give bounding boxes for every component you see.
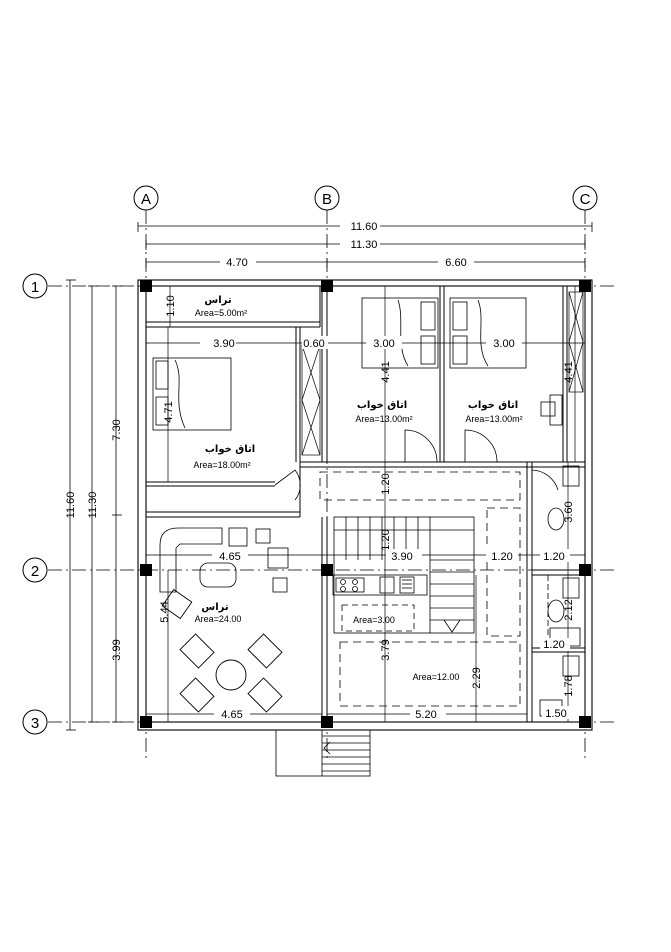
internal-dims: 3.90 0.60 3.00 3.00 1.10 4.71 4.41 4.41 … (159, 295, 575, 721)
grid-bubble-3: 3 (22, 709, 48, 735)
dim-top-left: 4.70 (226, 257, 247, 269)
dim-master-width: 3.90 (213, 338, 234, 350)
dim-bath1-h: 3.60 (563, 501, 575, 522)
svg-text:1: 1 (31, 279, 39, 296)
grid-bubble-1: 1 (22, 273, 48, 299)
dim-stair-width: 1.20 (380, 529, 392, 550)
room-area-terrace-top: Area=5.00m² (195, 308, 247, 318)
svg-text:3: 3 (31, 715, 39, 732)
room-name-living: تراس (201, 602, 228, 613)
room-area-bed2: Area=13.00m² (355, 414, 412, 424)
bed-room2 (361, 297, 439, 369)
room-name-master: اتاق خواب (205, 444, 255, 455)
dim-closet: 0.60 (303, 338, 324, 350)
dim-kitchen-h: 2.29 (471, 667, 483, 688)
dim-left-lower: 3.99 (111, 639, 123, 660)
dim-top-right: 6.60 (445, 257, 466, 269)
dim-bed-height: 4.41 (380, 361, 392, 382)
svg-text:B: B (322, 191, 332, 208)
room-name-terrace-top: تراس (204, 295, 231, 306)
svg-text:C: C (580, 191, 591, 208)
dim-bed-height-right: 4.41 (563, 361, 575, 382)
bed-room3 (449, 297, 527, 369)
dim-living-span: 4.65 (219, 551, 240, 563)
structural-columns (140, 280, 591, 728)
dashed-zones (319, 471, 521, 707)
desk-chair (540, 394, 563, 426)
dim-master-depth: 4.71 (163, 401, 175, 422)
dim-living-bottom: 4.65 (221, 709, 242, 721)
room-area-bed3: Area=13.00m² (465, 414, 522, 424)
room-name-bed2: اتاق خواب (357, 400, 407, 411)
dim-bath1-w: 1.20 (543, 551, 564, 563)
dim-bath2-h: 2.12 (563, 599, 575, 620)
svg-text:2: 2 (31, 563, 39, 580)
dim-left-upper: 7.30 (111, 419, 123, 440)
dim-bed2: 3.00 (373, 338, 394, 350)
decor-tiles (255, 528, 288, 593)
dim-left-inner: 11.30 (87, 492, 99, 519)
room-area-kitchen: Area=3.00 (353, 615, 395, 625)
dim-hall-h: 3.79 (380, 639, 392, 660)
grid-bubble-c: C (572, 185, 598, 211)
grid-bubble-2: 2 (22, 557, 48, 583)
left-dimensions (66, 279, 122, 731)
dim-terrace-depth: 1.10 (165, 295, 177, 316)
grid-lines (48, 210, 615, 760)
grid-bubble-a: A (133, 185, 159, 211)
dim-hall-bottom: 5.20 (415, 709, 436, 721)
dim-stair-span: 3.90 (391, 551, 412, 563)
dim-left-total: 11.60 (65, 492, 77, 519)
svg-text:A: A (141, 191, 151, 208)
room-area-living: Area=24.00 (195, 614, 242, 624)
dim-corridor: 1.20 (380, 473, 392, 494)
dim-top-total: 11.60 (351, 221, 378, 233)
room-area-hall: Area=12.00 (413, 672, 460, 682)
dim-bath2-w: 1.20 (543, 639, 564, 651)
room-name-bed3: اتاق خواب (468, 400, 518, 411)
room-area-master: Area=18.00m² (193, 460, 250, 470)
internal-dim-lines (146, 286, 585, 722)
living-sofa (159, 527, 289, 593)
kitchen-counter (332, 574, 428, 632)
bed-master (152, 357, 232, 431)
dim-bed3: 3.00 (493, 338, 514, 350)
grid-bubble-b: B (314, 185, 340, 211)
dim-top-inner: 11.30 (351, 239, 378, 251)
interior-walls (146, 286, 585, 722)
dim-right-span: 1.20 (491, 551, 512, 563)
dim-living-h: 5.44 (159, 601, 171, 622)
entrance-steps (275, 729, 371, 777)
wardrobe-closets (301, 291, 584, 456)
dim-wc-w: 1.50 (545, 708, 566, 720)
doors (274, 429, 559, 501)
dim-wc-h: 1.78 (563, 675, 575, 696)
